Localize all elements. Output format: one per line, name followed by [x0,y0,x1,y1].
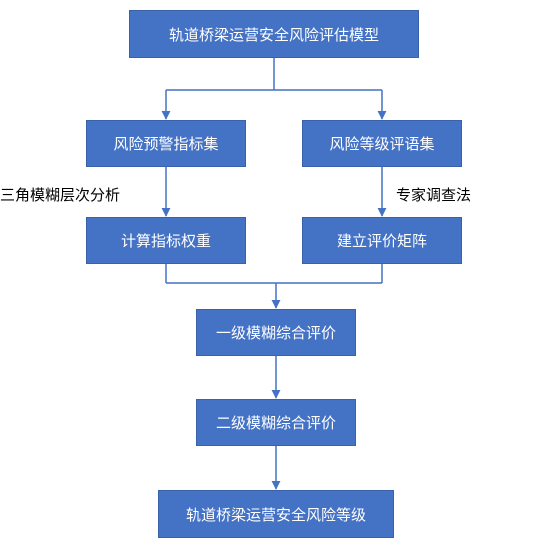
edge-label-expert-survey: 专家调查法 [396,186,472,204]
node-top-model: 轨道桥梁运营安全风险评估模型 [129,10,419,58]
node-level1-fuzzy-eval: 一级模糊综合评价 [196,309,356,356]
node-risk-level-comment-set: 风险等级评语集 [302,120,462,167]
node-level2-fuzzy-eval: 二级模糊综合评价 [196,399,356,446]
node-build-eval-matrix: 建立评价矩阵 [302,217,462,264]
edge-label-fuzzy-ahp: 三角模糊层次分析 [0,186,121,204]
node-calc-index-weights: 计算指标权重 [86,217,246,264]
node-risk-warning-index-set: 风险预警指标集 [86,120,246,167]
node-bottom-risk-level: 轨道桥梁运营安全风险等级 [158,490,394,538]
